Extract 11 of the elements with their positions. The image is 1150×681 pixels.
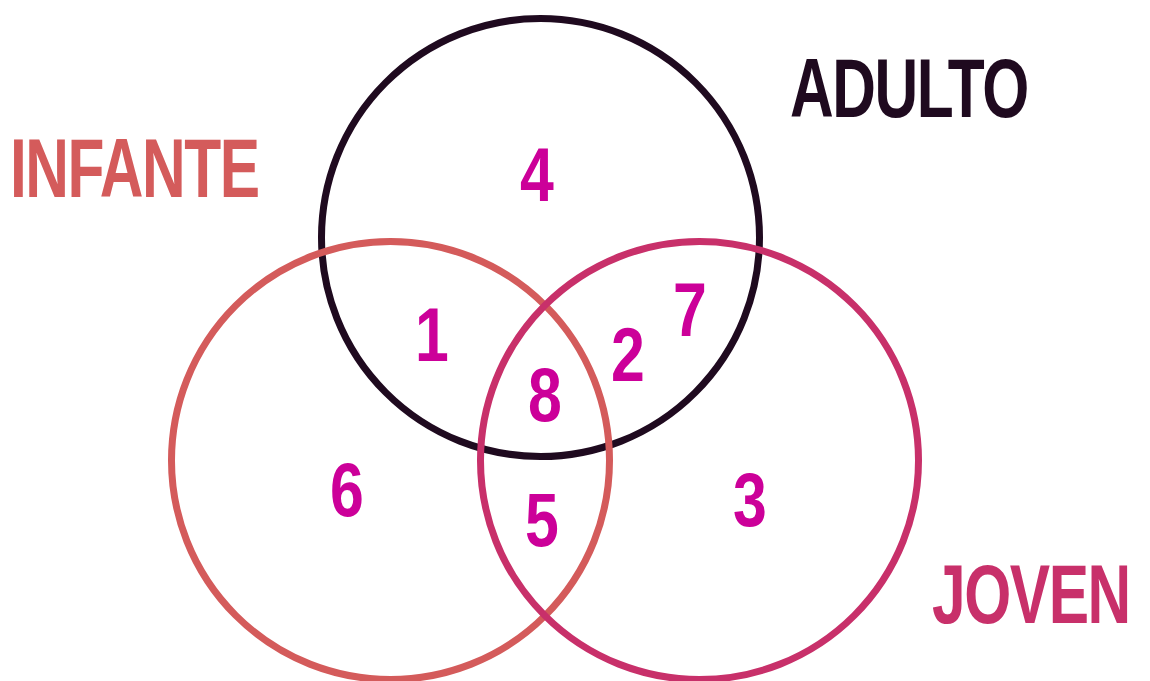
region-number: 2 [611,317,645,393]
region-number: 3 [733,462,767,538]
region-number: 5 [525,482,559,558]
region-number: 6 [330,452,364,528]
set-label: ADULTO [790,46,1028,130]
region-number: 1 [415,297,449,373]
region-number: 4 [520,137,554,213]
set-label: INFANTE [10,126,259,210]
region-number: 7 [673,272,707,348]
region-number: 8 [528,357,562,433]
set-label: JOVEN [932,552,1130,636]
